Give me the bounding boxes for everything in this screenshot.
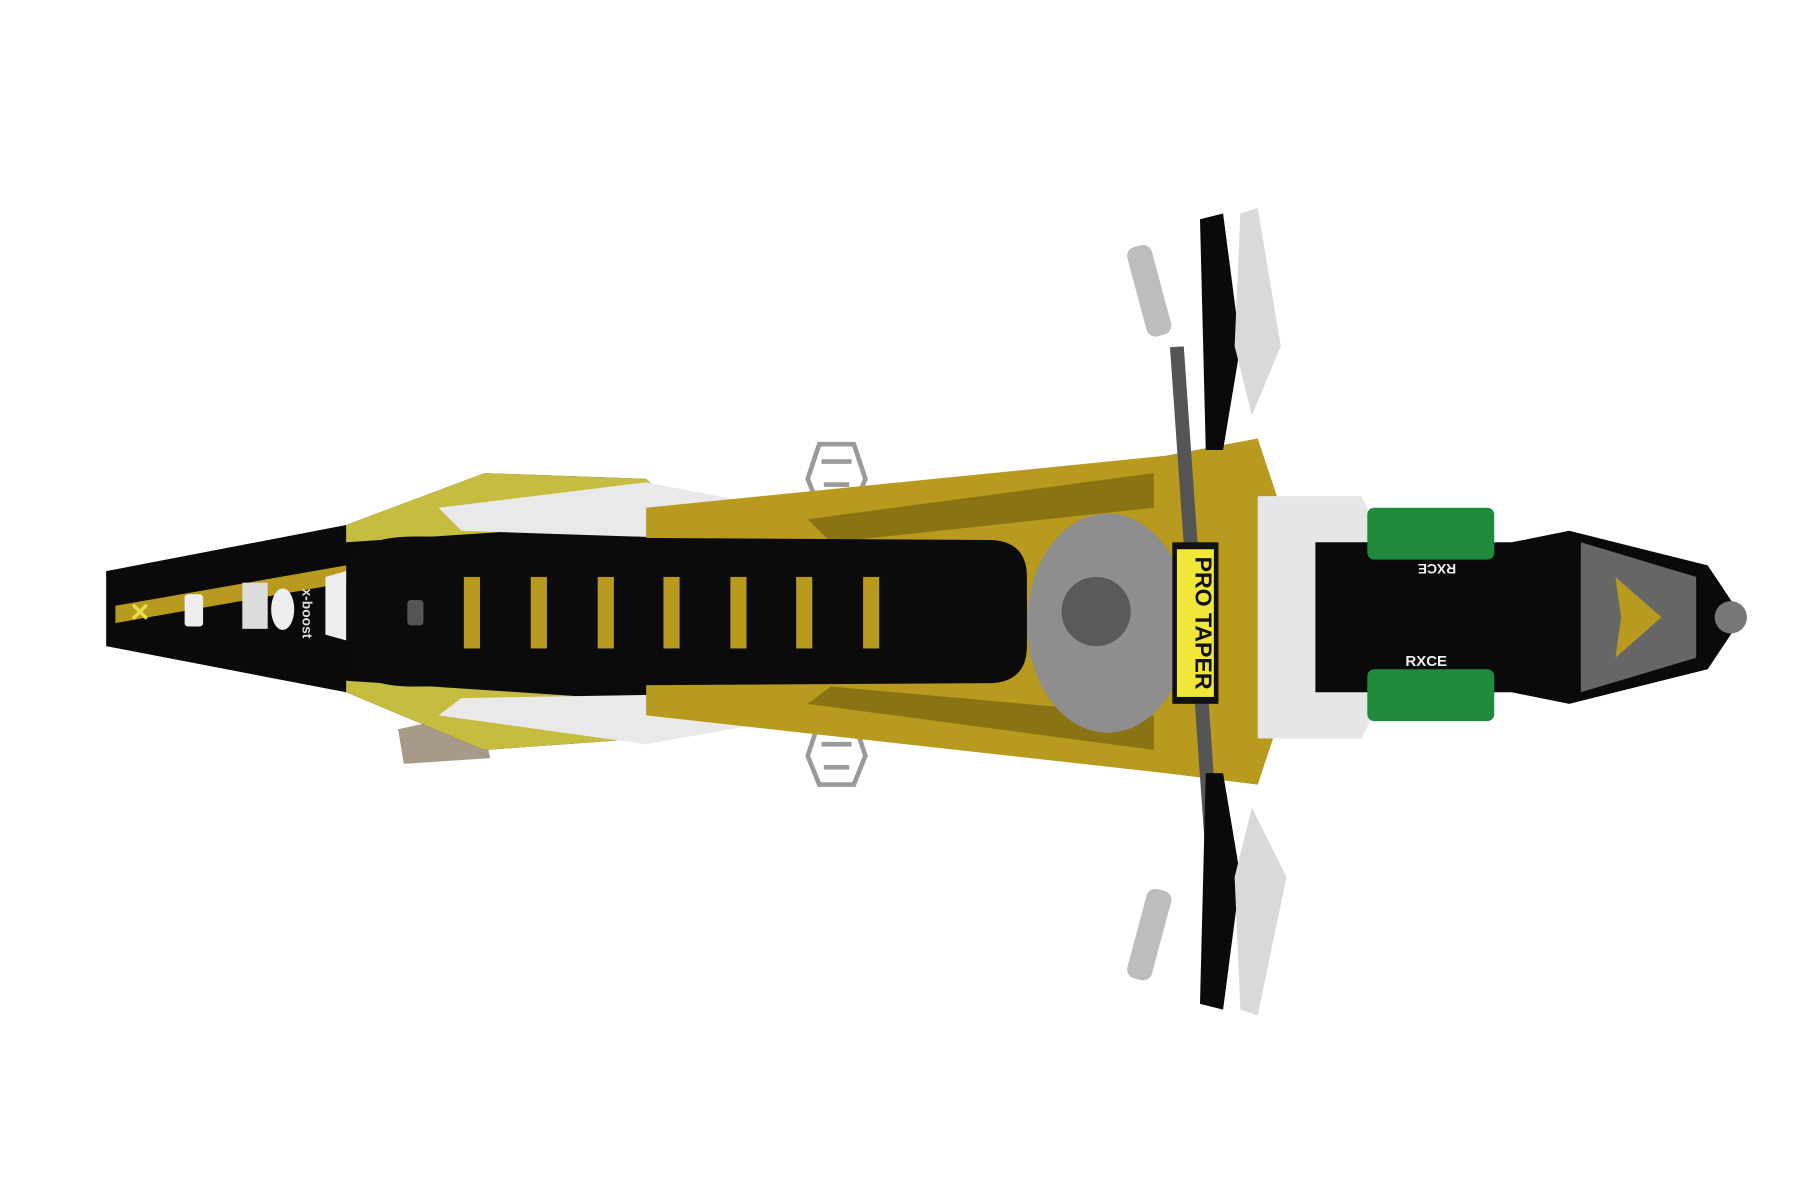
hand-guard-top-white	[1234, 207, 1281, 416]
x-boost-decal: x-boost	[299, 588, 315, 638]
seat	[357, 536, 1027, 687]
hand-guard-bottom-white	[1234, 807, 1287, 1016]
hand-guard-bottom	[1200, 773, 1241, 1010]
front-wheel-hub	[1714, 601, 1747, 634]
tank-shroud-dark-b	[807, 686, 1154, 750]
hand-guard-top	[1200, 213, 1241, 450]
fork-guard-bottom	[1367, 669, 1495, 722]
pro-taper-bar-pad: PRO TAPER	[1190, 557, 1216, 690]
tank-shroud-dark	[807, 473, 1154, 543]
race-decal-top: RXCE	[1418, 561, 1456, 577]
grip-top	[1127, 244, 1172, 337]
x-logo: ✕	[129, 599, 150, 627]
fork-guard-top	[1367, 507, 1495, 560]
rear-fender-gold-stripe	[115, 565, 347, 624]
handlebar: PRO TAPER	[1169, 346, 1221, 877]
race-decal-bottom: RXCE	[1405, 653, 1447, 670]
grip-bottom	[1127, 888, 1172, 981]
front-fender-gold-stripe	[1615, 576, 1662, 658]
rear-fender-logos: ✕ x-boost	[129, 571, 347, 641]
